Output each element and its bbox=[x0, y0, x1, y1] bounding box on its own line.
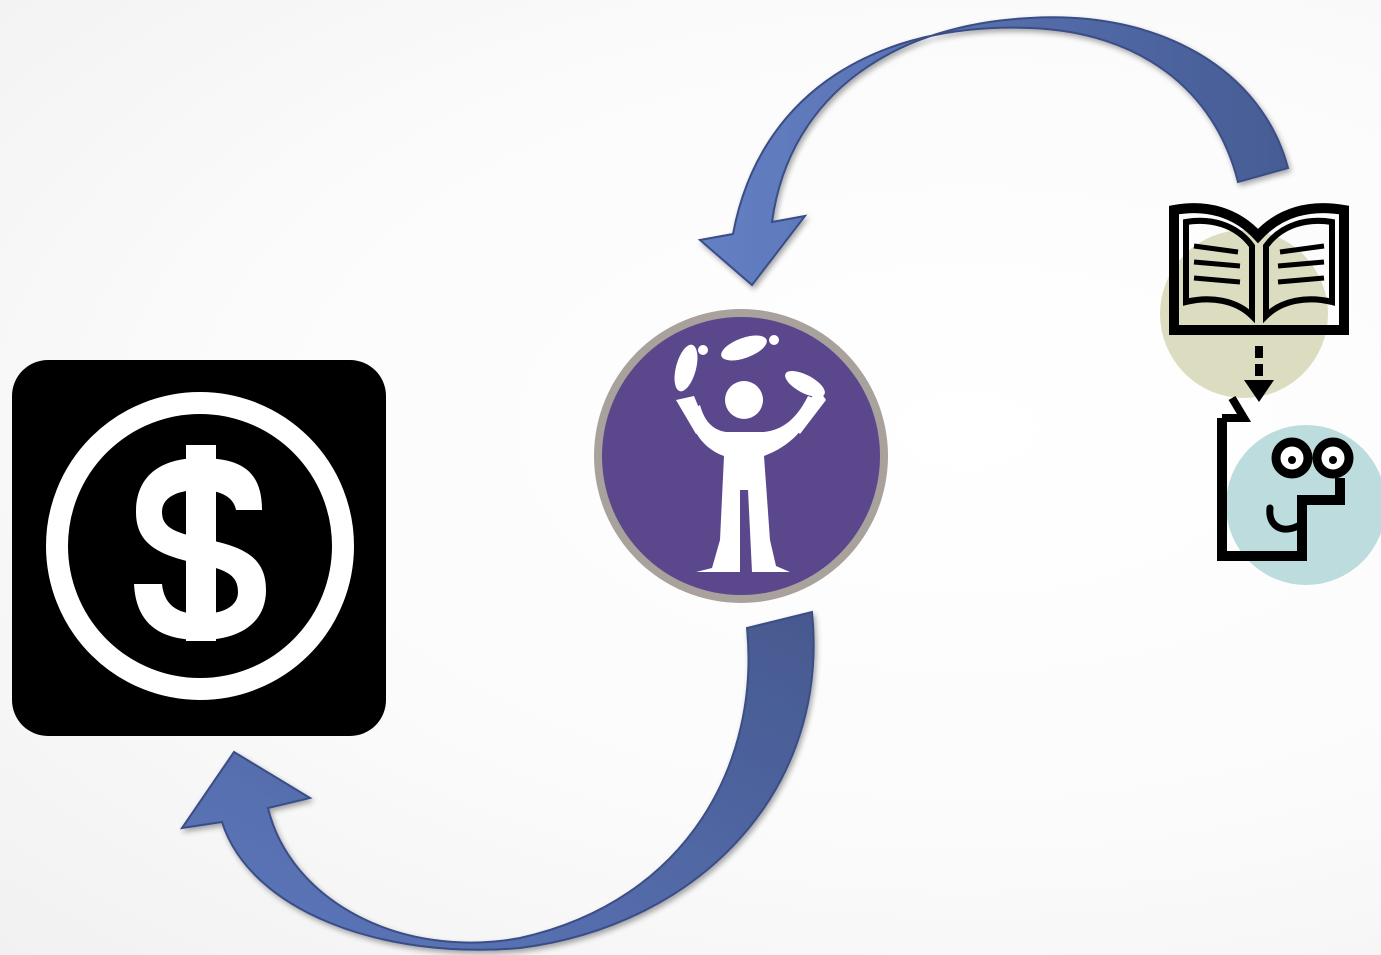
head-profile-icon bbox=[1217, 395, 1354, 561]
arrow-juggler-to-money bbox=[179, 610, 815, 951]
dashed-down-arrow-icon bbox=[1244, 346, 1274, 402]
dollar-sign-icon bbox=[12, 360, 386, 736]
open-book-icon bbox=[1169, 203, 1349, 335]
arrow-learning-to-juggler bbox=[697, 16, 1290, 287]
book-to-head-icon bbox=[1160, 203, 1381, 585]
juggler-icon bbox=[594, 309, 888, 603]
